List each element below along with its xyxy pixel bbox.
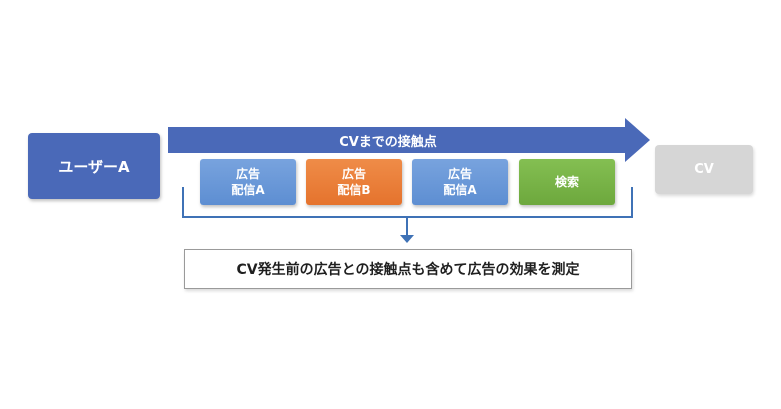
result-box: CV発生前の広告との接触点も含めて広告の効果を測定	[184, 249, 632, 289]
touchpoint-line2: 配信A	[443, 183, 477, 197]
touchpoint-ad-a-1: 広告 配信A	[200, 159, 296, 205]
touchpoint-ad-a-2: 広告 配信A	[412, 159, 508, 205]
touchpoint-line1: 検索	[554, 175, 579, 189]
touchpoint-line1: 広告	[447, 167, 472, 181]
cv-label: CV	[694, 162, 714, 177]
user-label: ユーザーA	[58, 157, 130, 176]
cv-box: CV	[655, 145, 753, 194]
result-text: CV発生前の広告との接触点も含めて広告の効果を測定	[236, 262, 580, 278]
timeline-arrow	[168, 118, 650, 162]
arrow-label-text: CVまでの接触点	[339, 134, 437, 150]
user-a-box: ユーザーA	[28, 133, 160, 199]
down-arrow-head	[400, 235, 414, 243]
touchpoint-ad-b: 広告 配信B	[306, 159, 402, 205]
touchpoint-line1: 広告	[235, 167, 260, 181]
touchpoint-line2: 配信A	[231, 183, 265, 197]
touchpoint-line1: 広告	[341, 167, 366, 181]
touchpoint-search: 検索	[519, 159, 615, 205]
arrow-label: CVまでの接触点	[168, 127, 608, 153]
touchpoint-line2: 配信B	[337, 183, 371, 197]
